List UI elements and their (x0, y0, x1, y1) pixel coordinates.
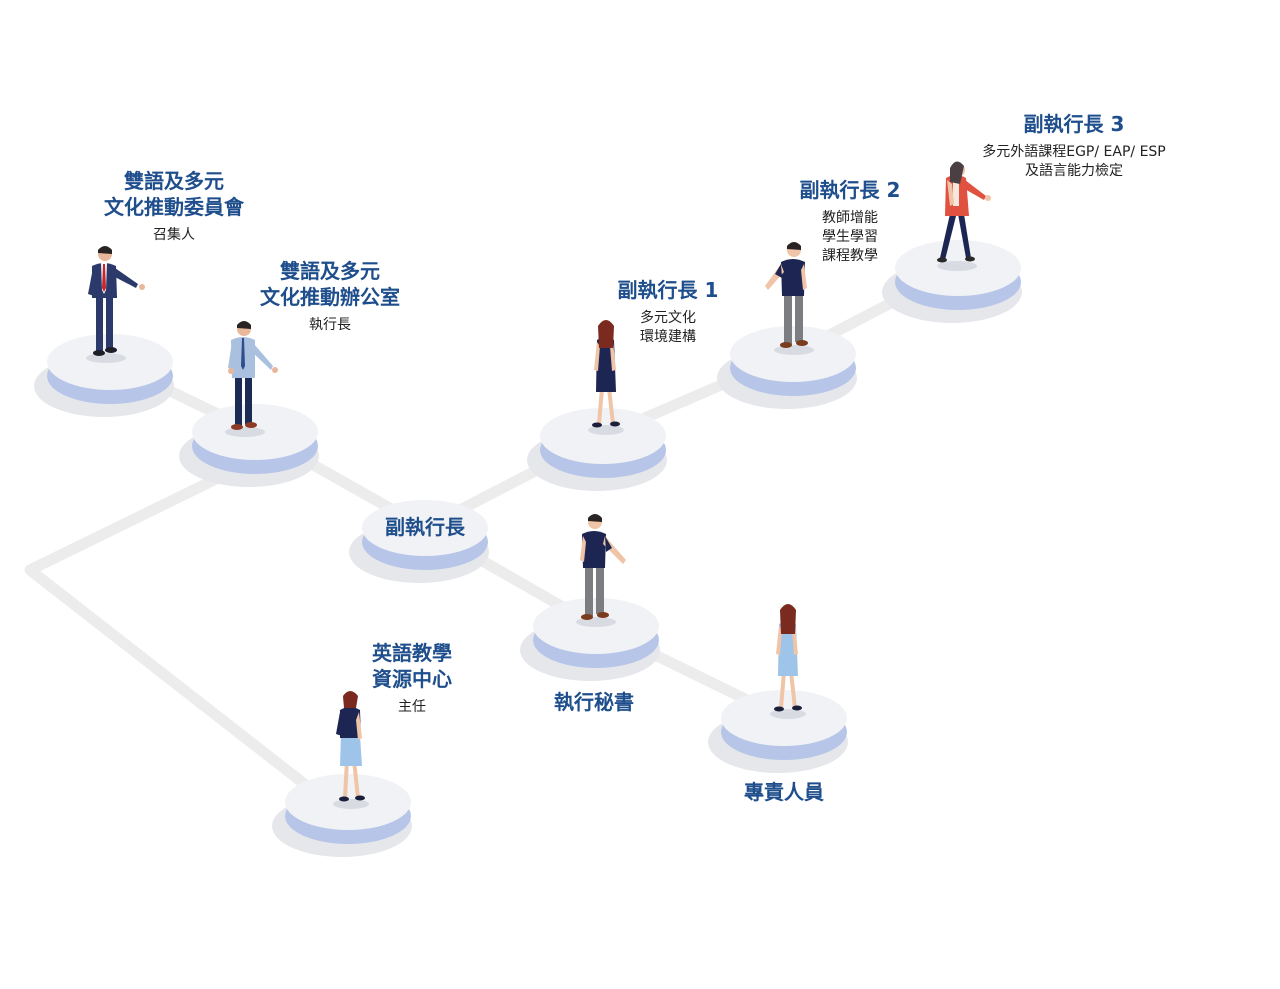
node-committee-label: 雙語及多元 文化推動委員會 召集人 (104, 168, 244, 245)
platform-english-center (272, 774, 412, 857)
deputy1-duty-line1: 多元文化 (639, 310, 696, 326)
person-secretary-icon (576, 514, 626, 627)
deputy2-duty-line2: 學生學習 (821, 229, 878, 245)
platform-secretary (520, 598, 660, 681)
deputy1-duty-line2: 環境建構 (639, 329, 696, 345)
node-office-label: 雙語及多元 文化推動辦公室 執行長 (260, 258, 400, 335)
platform-committee (34, 334, 174, 417)
platform-deputy-center (349, 500, 489, 583)
secretary-title: 執行秘書 (554, 690, 634, 714)
person-committee-chair-icon (86, 246, 145, 363)
platform-staff (708, 690, 848, 773)
deputy2-title: 副執行長 2 (799, 178, 901, 202)
person-deputy3-icon (937, 161, 991, 271)
deputy3-title: 副執行長 3 (1023, 112, 1125, 136)
platform-deputy2 (717, 326, 857, 409)
node-deputy3-label: 副執行長 3 多元外語課程EGP/ EAP/ ESP 及語言能力檢定 (982, 111, 1166, 181)
english-center-title-line2: 資源中心 (372, 667, 452, 691)
person-staff-icon (770, 604, 806, 719)
committee-role: 召集人 (153, 227, 195, 243)
deputy-center-title: 副執行長 (385, 515, 465, 539)
person-deputy2-icon (765, 242, 814, 355)
deputy2-duty-line1: 教師增能 (821, 210, 878, 226)
platform-deputy3 (882, 240, 1022, 323)
deputy2-duty-line3: 課程教學 (821, 248, 878, 264)
committee-title-line1: 雙語及多元 (124, 169, 224, 193)
line-office-to-english-center (24, 454, 354, 824)
english-center-role: 主任 (398, 699, 426, 715)
node-deputy-center-label: 副執行長 (385, 511, 465, 540)
platform-deputy1 (527, 408, 667, 491)
committee-title-line2: 文化推動委員會 (104, 195, 244, 219)
person-office-director-icon (225, 321, 278, 437)
office-title-line1: 雙語及多元 (280, 259, 380, 283)
person-english-center-director-icon (333, 691, 369, 809)
deputy3-duty-line1: 多元外語課程EGP/ EAP/ ESP (982, 144, 1166, 160)
node-deputy1-label: 副執行長 1 多元文化 環境建構 (618, 277, 719, 347)
office-title-line2: 文化推動辦公室 (260, 285, 400, 309)
node-english-center-label: 英語教學 資源中心 主任 (372, 640, 452, 717)
node-secretary-label: 執行秘書 (554, 689, 634, 715)
deputy1-title: 副執行長 1 (617, 278, 719, 302)
staff-title: 專責人員 (744, 780, 824, 804)
node-deputy2-label: 副執行長 2 教師增能 學生學習 課程教學 (800, 177, 901, 266)
person-deputy1-icon (588, 320, 624, 435)
node-staff-label: 專責人員 (744, 779, 824, 805)
office-role: 執行長 (309, 317, 351, 333)
english-center-title-line1: 英語教學 (372, 641, 452, 665)
deputy3-duty-line2: 及語言能力檢定 (1024, 163, 1123, 179)
